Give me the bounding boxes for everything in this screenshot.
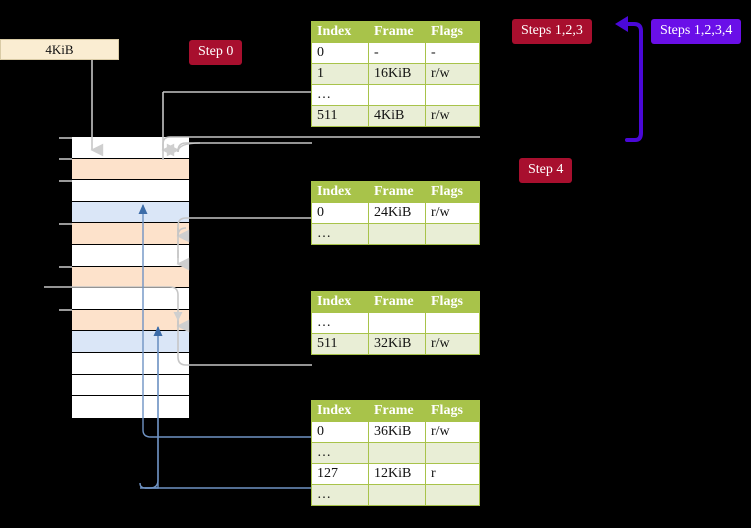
cell-flags: r	[425, 463, 480, 485]
cell-frame	[368, 223, 426, 245]
memory-tick-8	[59, 309, 72, 311]
memory-row-11	[72, 374, 189, 397]
cell-flags: -	[425, 42, 480, 64]
memory-row-5	[72, 245, 189, 267]
col-header-flags: Flags	[425, 181, 480, 203]
table-row: …	[311, 223, 480, 245]
memory-tick-0	[59, 137, 72, 139]
cell-flags: r/w	[425, 105, 480, 127]
cell-frame: -	[368, 42, 426, 64]
cell-index: 0	[311, 421, 369, 443]
memory-row-4	[72, 223, 189, 245]
cell-frame: 12KiB	[368, 463, 426, 485]
memory-row-8	[72, 309, 189, 332]
cell-index: 511	[311, 333, 369, 355]
memory-row-7	[72, 288, 189, 310]
memory-row-9	[72, 331, 189, 353]
col-header-frame: Frame	[368, 181, 426, 203]
memory-row-1	[72, 158, 189, 181]
col-header-frame: Frame	[368, 291, 426, 313]
memory-tick-2	[59, 180, 72, 182]
cell-index: …	[311, 84, 369, 106]
badge-steps-1-2-3-4: Steps 1,2,3,4	[651, 19, 742, 44]
table-row: …	[311, 442, 480, 464]
cell-frame	[368, 84, 426, 106]
memory-block-label: 4KiB	[45, 41, 74, 57]
cell-frame: 4KiB	[368, 105, 426, 127]
cell-frame: 36KiB	[368, 421, 426, 443]
col-header-index: Index	[311, 181, 369, 203]
cell-index: …	[311, 312, 369, 334]
cell-flags: r/w	[425, 421, 480, 443]
badge-step-4: Step 4	[519, 158, 573, 183]
table-row: …	[311, 84, 480, 106]
cell-frame	[368, 442, 426, 464]
cell-frame: 16KiB	[368, 63, 426, 85]
memory-tick-4	[59, 223, 72, 225]
cell-flags	[425, 312, 480, 334]
cell-index: 0	[311, 202, 369, 224]
cell-frame: 24KiB	[368, 202, 426, 224]
cell-flags: r/w	[425, 333, 480, 355]
cell-index: 127	[311, 463, 369, 485]
cell-index: …	[311, 484, 369, 506]
cell-index: 1	[311, 63, 369, 85]
badge-steps-1-2-3: Steps 1,2,3	[512, 19, 592, 44]
col-header-index: Index	[311, 291, 369, 313]
col-header-index: Index	[311, 400, 369, 422]
memory-tick-1	[59, 158, 72, 160]
physical-memory-column	[71, 136, 190, 418]
cell-index: 511	[311, 105, 369, 127]
col-header-flags: Flags	[425, 21, 480, 43]
cell-frame	[368, 312, 426, 334]
badge-step-0: Step 0	[189, 40, 243, 65]
cell-index: …	[311, 442, 369, 464]
cell-flags	[425, 84, 480, 106]
cell-flags: r/w	[425, 63, 480, 85]
cell-flags	[425, 484, 480, 506]
table-row: 0--	[311, 42, 480, 64]
table-row: …	[311, 484, 480, 506]
col-header-frame: Frame	[368, 21, 426, 43]
col-header-flags: Flags	[425, 291, 480, 313]
memory-block-4kib: 4KiB	[0, 39, 119, 60]
memory-row-2	[72, 180, 189, 202]
table-row: …	[311, 312, 480, 334]
col-header-frame: Frame	[368, 400, 426, 422]
cell-flags	[425, 223, 480, 245]
memory-row-6	[72, 266, 189, 289]
memory-row-0	[72, 137, 189, 159]
cell-frame	[368, 484, 426, 506]
cell-index: …	[311, 223, 369, 245]
cell-index: 0	[311, 42, 369, 64]
cell-flags	[425, 442, 480, 464]
memory-row-3	[72, 201, 189, 224]
cell-flags: r/w	[425, 202, 480, 224]
col-header-flags: Flags	[425, 400, 480, 422]
col-header-index: Index	[311, 21, 369, 43]
cell-frame: 32KiB	[368, 333, 426, 355]
memory-row-12	[72, 396, 189, 418]
memory-tick-6	[59, 266, 72, 268]
memory-row-10	[72, 353, 189, 375]
